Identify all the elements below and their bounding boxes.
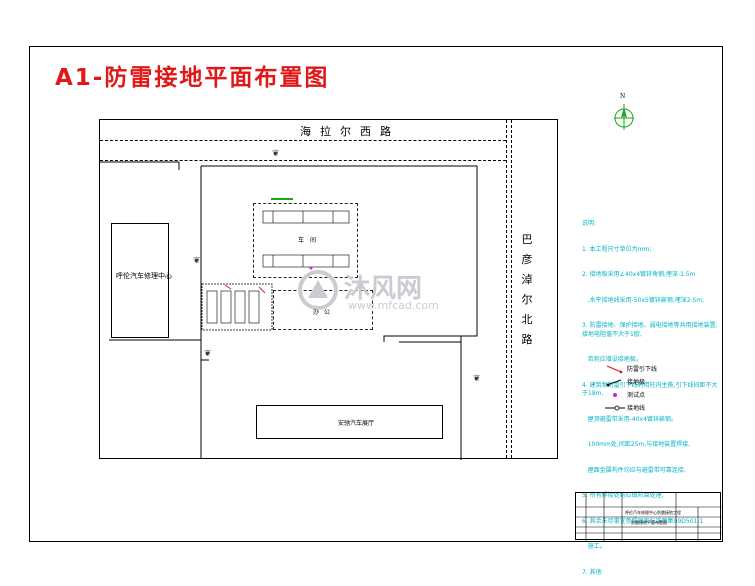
legend-label: 测试点	[627, 392, 646, 399]
road-top-edge	[100, 140, 506, 142]
legend-row: 防雷引下线	[605, 364, 705, 374]
note-line: 屋顶避雷带采用-40x4镀锌扁钢。	[582, 415, 677, 423]
north-compass-icon	[614, 104, 634, 130]
note-line: 2. 接地极采用∠40x4镀锌角钢,埋深-1.5m	[582, 271, 696, 278]
site-boundary	[99, 119, 558, 459]
note-line: 施工。	[582, 543, 606, 550]
legend-label: 防雷引下线	[627, 366, 658, 373]
design-notes: 说明: 1. 本工程尺寸单位为mm; 2. 接地极采用∠40x4镀锌角钢,埋深-…	[582, 203, 722, 586]
tree-icon: ❦	[272, 149, 280, 159]
tree-icon: ❦	[473, 374, 481, 384]
downlead-icon	[606, 365, 623, 374]
parcel-outline	[99, 161, 478, 460]
note-line: 100mm处,间距25m,与接地装置焊接,	[582, 441, 691, 448]
title-block: 呼伦汽车修理中心防雷接地工程 防雷接地平面布置图	[575, 492, 722, 541]
bottom-building	[256, 405, 443, 439]
drawing-title: A1-防雷接地平面布置图	[55, 65, 330, 91]
title-block-drawing: 防雷接地平面布置图	[631, 520, 667, 525]
note-line: 否则应增设接地极。	[582, 356, 642, 363]
note-line: 说明:	[582, 220, 597, 227]
road-right-label: 巴彦淖尔北路	[521, 233, 533, 346]
unit-block	[201, 283, 273, 331]
left-building-label: 呼伦汽车修理中心	[116, 272, 172, 280]
watermark-url: www.mfcad.com	[348, 299, 439, 312]
road-right-edge	[506, 120, 508, 458]
legend-label: 接地线	[627, 405, 646, 412]
note-line: 3. 防雷接地、保护接地、弱电接地等共用接地装置,接地电阻值不大于1欧,	[582, 322, 718, 338]
lightning-belt-workshop	[262, 198, 350, 270]
note-line: 7. 其他	[582, 568, 602, 576]
left-building	[111, 223, 169, 338]
tree-icon: ❦	[193, 256, 201, 266]
watermark-brand: 沐风网	[344, 274, 423, 304]
title-block-project: 呼伦汽车修理中心防雷接地工程	[625, 510, 681, 515]
tree-icon: ❦	[204, 349, 212, 359]
note-line: 1. 本工程尺寸单位为mm;	[582, 245, 652, 253]
note-line: ,水平接地线采用-50x5镀锌扁钢,埋深2.5m;	[582, 296, 705, 304]
test-point-icon	[613, 393, 617, 397]
legend-row: 接地线	[605, 403, 705, 413]
watermark-logo-icon	[298, 270, 338, 310]
title-block-grid	[576, 493, 722, 541]
compass-label: N	[620, 93, 626, 100]
workshop-label: 车间	[298, 237, 323, 244]
note-line: 5. 所有焊接处均应做防腐处理,	[582, 492, 664, 499]
note-line: 6. 其余未尽事宜参照国家标准图集99D501-1	[582, 517, 704, 525]
note-line: 屋面金属构件均应与避雷带可靠连接,	[582, 466, 686, 474]
legend: 防雷引下线 接地极 测试点 接地线	[605, 364, 705, 414]
road-top-edge-inner	[100, 160, 506, 162]
ground-pole-icon	[606, 379, 622, 387]
legend-row: 测试点	[605, 390, 705, 400]
road-right-edge-inner	[511, 120, 513, 458]
office-label: 办公	[313, 309, 336, 316]
legend-label: 接地极	[627, 379, 646, 386]
drawing-frame	[29, 46, 723, 542]
bottom-building-label: 安驰汽车展厅	[338, 420, 375, 427]
legend-row: 接地极	[605, 377, 705, 387]
road-top-label: 海拉尔西路	[300, 125, 400, 138]
ground-wire-icon	[605, 405, 625, 411]
note-line: 4. 建筑物防雷引下线利用柱内主筋,引下线间距不大于18m,	[582, 381, 718, 398]
